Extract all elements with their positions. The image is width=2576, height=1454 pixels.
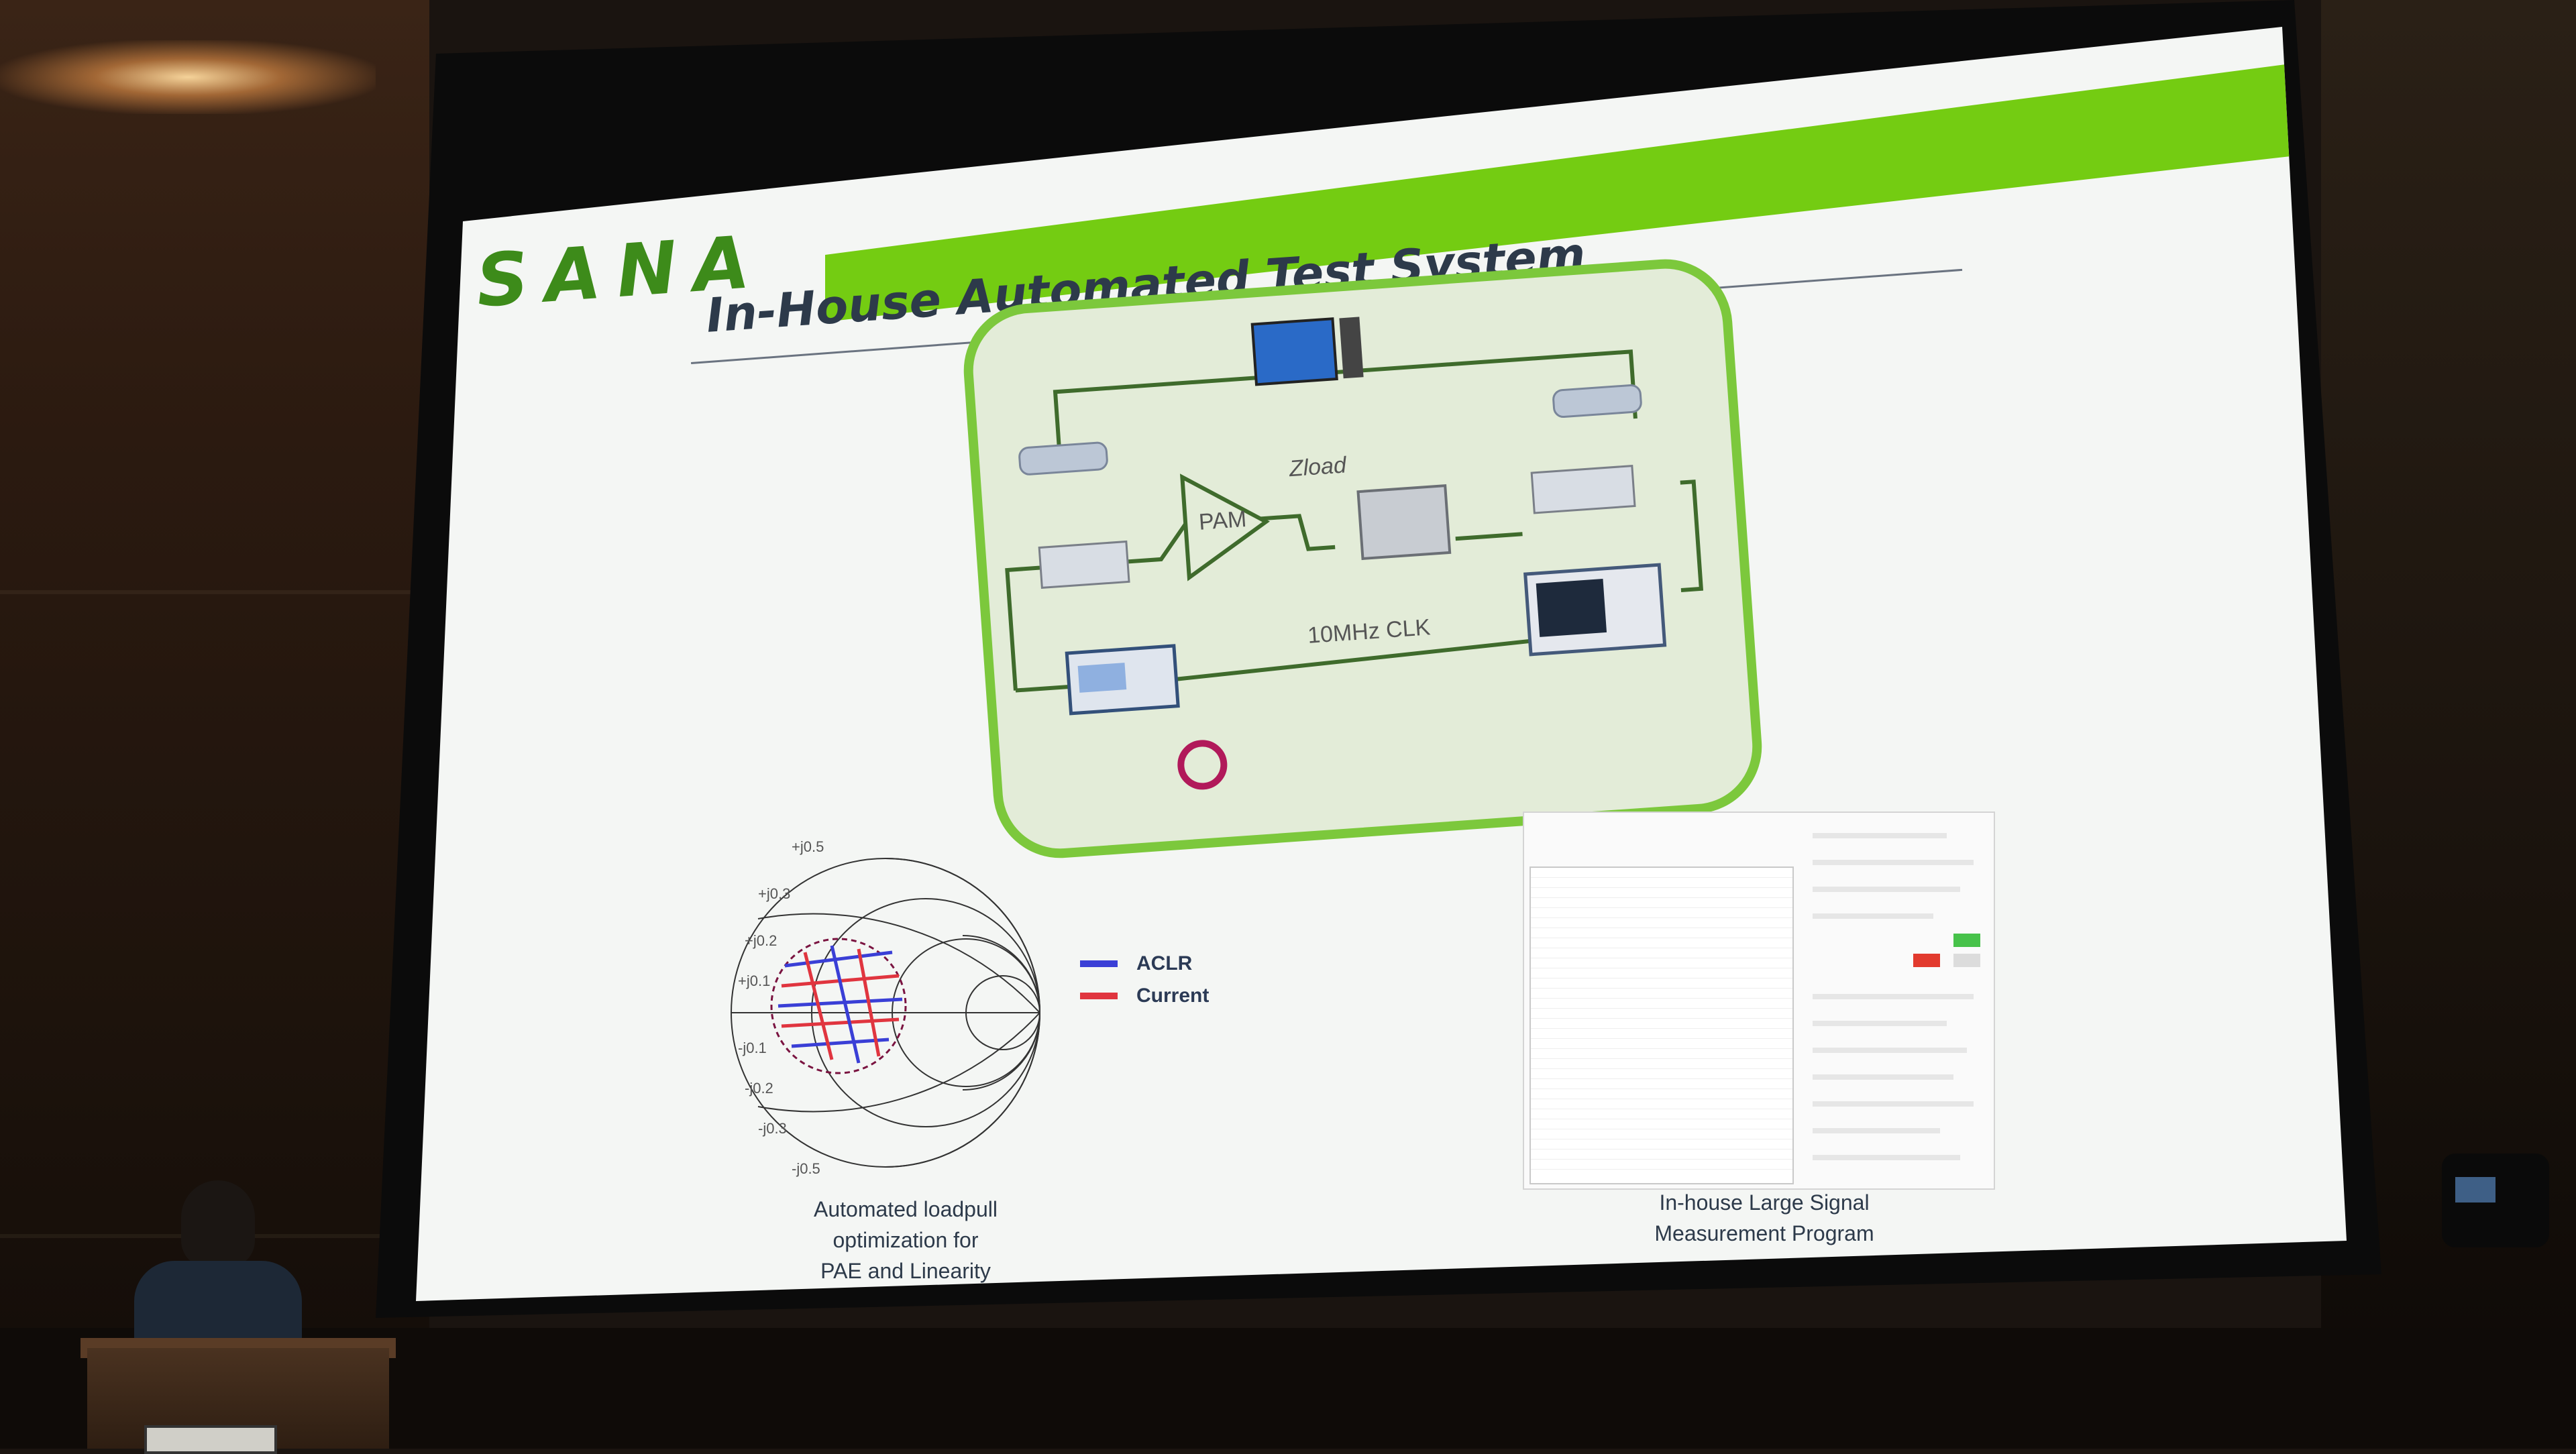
legend-item: ACLR bbox=[1080, 952, 1209, 975]
program-control-panel bbox=[1806, 820, 1987, 1182]
legend-label: ACLR bbox=[1136, 952, 1193, 974]
auto-button[interactable] bbox=[1953, 934, 1980, 947]
contour-set bbox=[777, 945, 903, 1064]
camera-screen bbox=[2455, 1177, 2496, 1203]
legend-label: Current bbox=[1136, 985, 1210, 1007]
smith-label: +j0.5 bbox=[792, 838, 824, 855]
input-line bbox=[1005, 565, 1048, 691]
wall-line bbox=[0, 590, 429, 594]
generator-display bbox=[1077, 663, 1127, 693]
legend-swatch bbox=[1080, 993, 1118, 999]
smith-x-arc bbox=[885, 858, 1040, 1013]
smith-label: -j0.1 bbox=[738, 1040, 767, 1056]
caption-line: Automated loadpull bbox=[814, 1197, 998, 1221]
diagram-svg bbox=[1005, 317, 1704, 790]
analyzer-display bbox=[1536, 579, 1607, 637]
pause-button[interactable] bbox=[1953, 954, 1980, 967]
smith-label: -j0.5 bbox=[792, 1160, 820, 1177]
smith-x-arc bbox=[962, 935, 1040, 1013]
smith-chart: +j0.5 +j0.3 +j0.2 +j0.1 -j0.1 -j0.2 -j0.… bbox=[718, 818, 1080, 1194]
pointer-circle-icon bbox=[1177, 740, 1228, 790]
to-amp-line bbox=[1120, 522, 1187, 565]
legend-item: Current bbox=[1080, 985, 1209, 1007]
program-data-table bbox=[1529, 866, 1794, 1184]
amplifier-icon bbox=[1179, 473, 1270, 581]
caption-line: PAE and Linearity bbox=[820, 1259, 991, 1283]
computer-icon bbox=[1250, 317, 1338, 386]
caption-line: In-house Large Signal bbox=[1659, 1190, 1870, 1215]
load-tuner-icon bbox=[1356, 484, 1452, 561]
computer-tower-icon bbox=[1339, 317, 1364, 379]
presenter-head bbox=[181, 1180, 255, 1268]
caption-line: optimization for bbox=[833, 1228, 979, 1252]
optimization-region bbox=[770, 938, 907, 1074]
smith-label: -j0.2 bbox=[745, 1080, 773, 1097]
measurement-program-screenshot bbox=[1523, 812, 1995, 1190]
smith-label: +j0.2 bbox=[745, 932, 777, 949]
podium-nameplate bbox=[144, 1425, 277, 1454]
power-sensor-icon bbox=[1552, 384, 1642, 418]
amp-out-line bbox=[1252, 514, 1336, 551]
test-system-diagram: PAM Zload 10MHz CLK bbox=[959, 254, 1766, 862]
zload-label: Zload bbox=[1288, 452, 1348, 482]
smith-caption: Automated loadpull optimization for PAE … bbox=[785, 1194, 1026, 1286]
power-sensor-icon bbox=[1018, 441, 1108, 476]
source-line bbox=[1015, 684, 1069, 693]
to-analyzer-line bbox=[1680, 480, 1704, 592]
legend-swatch bbox=[1080, 960, 1118, 967]
wall-light bbox=[0, 40, 376, 114]
smith-legend: ACLR Current bbox=[1080, 952, 1209, 1017]
smith-label: -j0.3 bbox=[758, 1120, 787, 1137]
caption-line: Measurement Program bbox=[1654, 1221, 1874, 1245]
smith-x-arc bbox=[885, 1012, 1040, 1168]
record-button[interactable] bbox=[1913, 954, 1940, 967]
amp-label: PAM bbox=[1197, 506, 1248, 535]
smith-x-arc bbox=[757, 913, 1040, 1013]
clock-line bbox=[1176, 638, 1530, 681]
smith-chart-svg bbox=[731, 858, 1040, 1168]
coupler-icon bbox=[1038, 540, 1130, 590]
floor bbox=[0, 1328, 2576, 1449]
to-coupler-line bbox=[1455, 532, 1523, 541]
presentation-slide: SANA In-House Automated Test System bbox=[416, 27, 2347, 1301]
smith-x-arc bbox=[962, 1012, 1040, 1090]
smith-label: +j0.1 bbox=[738, 972, 771, 989]
coupler-icon bbox=[1530, 465, 1636, 514]
program-caption: In-house Large Signal Measurement Progra… bbox=[1630, 1187, 1898, 1249]
smith-x-arc bbox=[757, 1012, 1040, 1113]
smith-label: +j0.3 bbox=[758, 885, 791, 902]
